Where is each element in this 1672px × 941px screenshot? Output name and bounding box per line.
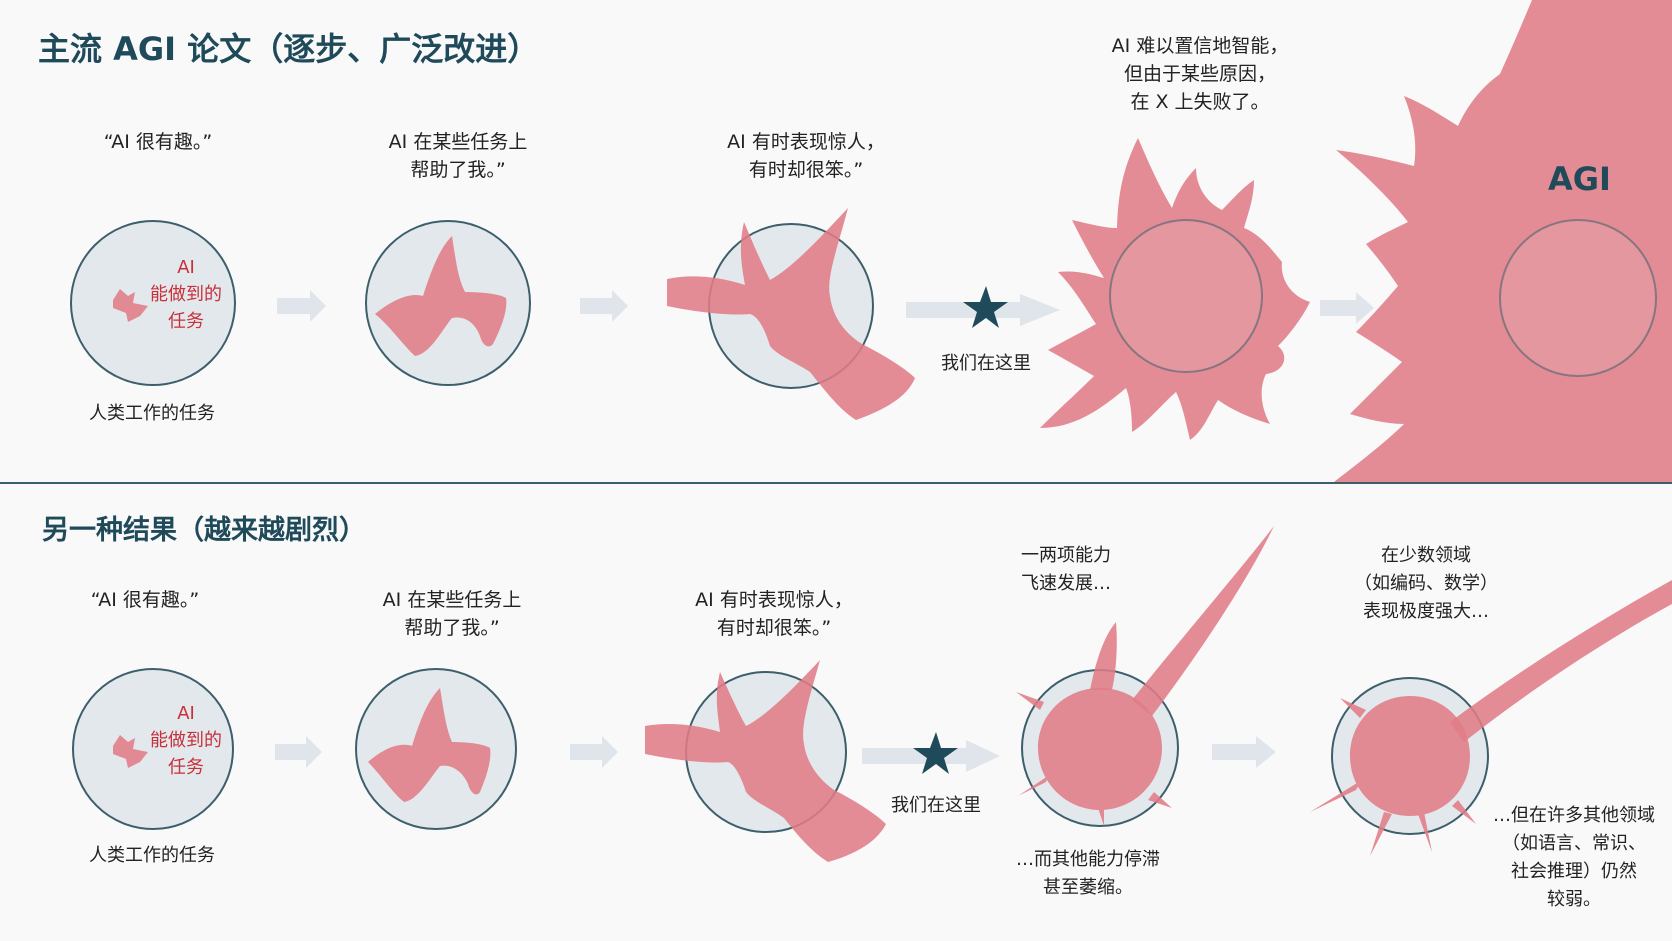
top-agi-label: AGI bbox=[1548, 160, 1611, 198]
bottom-here-label: 我们在这里 bbox=[891, 795, 981, 816]
bottom-ai-tasks-label: AI 能做到的 任务 bbox=[150, 703, 222, 778]
bottom-star-icon bbox=[913, 732, 958, 774]
bottom-stage1-quote: “AI 很有趣。” bbox=[90, 589, 200, 611]
top-arrow-4 bbox=[1320, 292, 1374, 324]
top-star-icon bbox=[963, 286, 1008, 328]
bottom-stage3-quote: AI 有时表现惊人， 有时却很笨。” bbox=[695, 589, 853, 639]
top-arrow-1 bbox=[277, 290, 326, 322]
top-human-tasks-circle-1 bbox=[70, 220, 236, 386]
bottom-arrow-2 bbox=[570, 736, 618, 768]
bottom-ai-blob-3 bbox=[645, 660, 886, 862]
bottom-stage2-quote: AI 在某些任务上 帮助了我。” bbox=[382, 589, 522, 639]
bottom-stage4-bottom-note: …而其他能力停滞 甚至萎缩。 bbox=[1016, 849, 1160, 898]
top-here-label: 我们在这里 bbox=[941, 353, 1031, 374]
bottom-ai-core-4 bbox=[1016, 688, 1172, 826]
top-human-tasks-circle-5 bbox=[1499, 219, 1657, 377]
top-stage2-quote: AI 在某些任务上 帮助了我。” bbox=[388, 131, 528, 181]
bottom-ai-blob-1 bbox=[113, 735, 148, 768]
bottom-spike-fast-1 bbox=[1132, 526, 1274, 716]
bottom-stage4-top-note: 一两项能力 飞速发展… bbox=[1021, 545, 1111, 594]
bottom-section-title: 另一种结果（越来越剧烈） bbox=[42, 515, 366, 546]
bottom-spike-fast-3 bbox=[1450, 580, 1672, 742]
top-stage3-quote: AI 有时表现惊人， 有时却很笨。” bbox=[727, 131, 885, 181]
bottom-arrow-1 bbox=[275, 736, 322, 768]
top-ai-blob-1 bbox=[113, 289, 148, 322]
top-human-tasks-label: 人类工作的任务 bbox=[89, 403, 215, 424]
top-ai-tasks-label: AI 能做到的 任务 bbox=[150, 257, 222, 332]
top-agi-blob bbox=[1334, 0, 1672, 482]
bottom-spike-fast-2 bbox=[1090, 622, 1117, 690]
top-section-title: 主流 AGI 论文（逐步、广泛改进） bbox=[38, 30, 540, 68]
bottom-arrow-4 bbox=[1212, 736, 1276, 768]
bottom-stage5-top-note: 在少数领域 （如编码、数学） 表现极度强大… bbox=[1354, 545, 1498, 622]
section-divider bbox=[0, 482, 1672, 484]
top-stage4-quote: AI 难以置信地智能， 但由于某些原因， 在 X 上失败了。 bbox=[1111, 35, 1289, 113]
top-ai-blob-3 bbox=[667, 208, 915, 420]
top-ai-blob-2 bbox=[375, 236, 507, 356]
top-human-tasks-circle-4 bbox=[1109, 219, 1263, 373]
top-arrow-2 bbox=[580, 290, 628, 322]
bottom-human-tasks-circle-1 bbox=[72, 668, 234, 830]
top-ai-blob-4 bbox=[1040, 138, 1310, 440]
bottom-human-tasks-label: 人类工作的任务 bbox=[89, 845, 215, 866]
bottom-ai-blob-2 bbox=[368, 688, 491, 802]
bottom-ai-core-5 bbox=[1310, 696, 1476, 856]
bottom-stage5-bottom-note: …但在许多其他领域 （如语言、常识、 社会推理）仍然 较弱。 bbox=[1493, 805, 1655, 910]
top-stage1-quote: “AI 很有趣。” bbox=[103, 131, 213, 153]
